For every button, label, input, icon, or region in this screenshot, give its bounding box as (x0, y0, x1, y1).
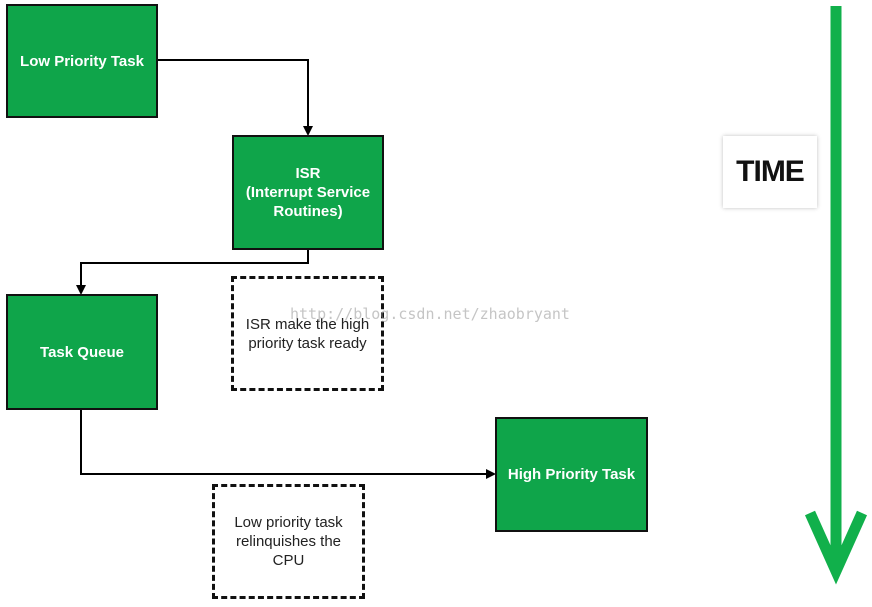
relinquish-note-line-1: Low priority task (234, 514, 343, 531)
isr-ready-note-line-1: ISR make the high (245, 315, 370, 333)
isr-label-line-3: Routines) (273, 203, 343, 220)
low-priority-task-box: Low Priority Task (6, 4, 158, 118)
time-arrow-head (804, 510, 868, 585)
isr-ready-note-line-2: priority task ready (248, 334, 367, 352)
isr-label-line-1: ISR (295, 165, 321, 182)
high-priority-task-label: High Priority Task (507, 466, 636, 483)
isr-ready-note: ISR make the high priority task ready (231, 276, 384, 391)
relinquish-note-line-2: relinquishes the (235, 533, 342, 550)
isr-label-line-2: (Interrupt Service (245, 184, 371, 201)
time-label: TIME (723, 136, 817, 208)
watermark: http://blog.csdn.net/zhaobryant (290, 305, 570, 323)
task-queue-box: Task Queue (6, 294, 158, 410)
time-arrow (804, 6, 868, 585)
high-priority-task-box: High Priority Task (495, 417, 648, 532)
low-priority-task-label: Low Priority Task (20, 52, 144, 70)
relinquish-note-line-3: CPU (272, 552, 305, 569)
arrow-isr-to-queue (76, 249, 309, 295)
relinquish-note: Low priority task relinquishes the CPU (212, 484, 365, 599)
task-queue-label: Task Queue (40, 343, 124, 361)
arrow-low-to-isr (157, 59, 313, 136)
isr-box: ISR (Interrupt Service Routines) (232, 135, 384, 250)
arrow-queue-to-high (80, 409, 496, 479)
